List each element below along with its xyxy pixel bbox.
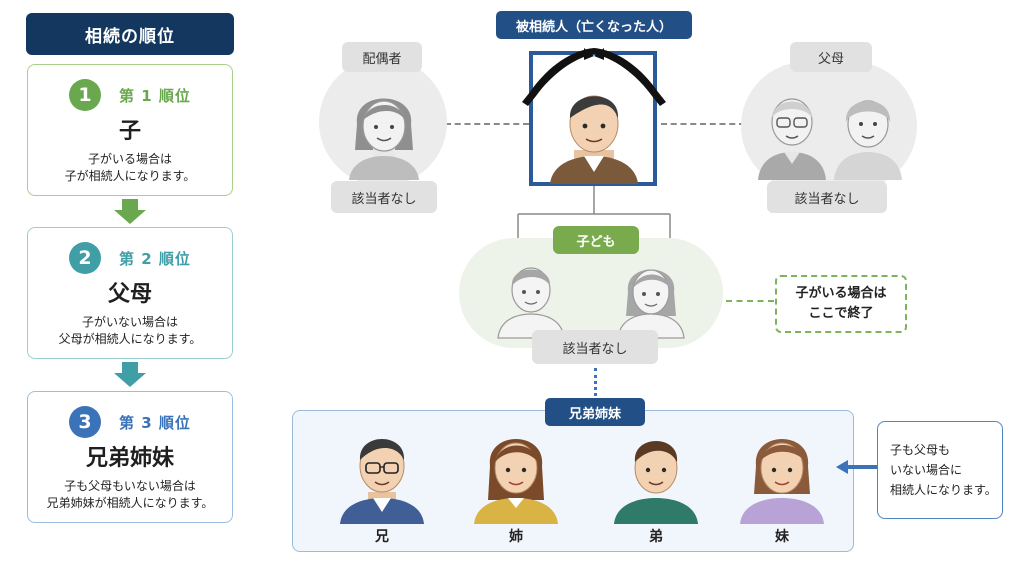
child-boy-avatar-icon <box>497 267 565 339</box>
children-note-line2: ここで終了 <box>808 306 874 321</box>
rank-desc-2a: 子がいない場合は <box>81 315 178 329</box>
rank-desc-3a: 子も父母もいない場合は <box>64 479 196 493</box>
younger-sister-avatar-icon <box>740 439 824 524</box>
rank-label-1: 第 1 順位 <box>119 86 191 105</box>
rank-desc-1b: 子が相続人になります。 <box>64 169 196 183</box>
parents-status: 該当者なし <box>767 181 887 213</box>
mother-avatar-icon <box>834 100 902 180</box>
rank-label-2: 第 2 順位 <box>119 249 191 268</box>
rank-card-3: 3 第 3 順位 兄弟姉妹 子も父母もいない場合は 兄弟姉妹が相続人になります。 <box>27 391 233 523</box>
rank-number-2: 2 <box>69 242 102 274</box>
rank-main-2: 父母 <box>107 282 152 307</box>
sibling-label-younger-sister: 妹 <box>775 529 789 545</box>
sibling-label-younger-brother: 弟 <box>649 529 663 545</box>
rank-number-3: 3 <box>69 406 102 438</box>
older-sister-avatar-icon <box>474 439 558 524</box>
parents-label: 父母 <box>790 42 872 72</box>
children-note: 子がいる場合は ここで終了 <box>775 275 907 333</box>
sibling-label-older-sister: 姉 <box>509 529 523 545</box>
spouse-status: 該当者なし <box>331 181 437 213</box>
rank-card-2: 2 第 2 順位 父母 子がいない場合は 父母が相続人になります。 <box>27 227 233 359</box>
arrow-down-icon <box>114 199 146 224</box>
father-avatar-icon <box>758 98 826 180</box>
rank-desc-1a: 子がいる場合は <box>87 152 172 166</box>
children-status: 該当者なし <box>532 330 658 364</box>
mourning-ribbon-icon <box>522 48 666 106</box>
spouse-avatar-icon <box>349 98 419 180</box>
siblings-note-line3: 相続人になります。 <box>890 483 997 497</box>
child-girl-avatar-icon <box>617 269 685 339</box>
parents-connector <box>661 123 745 125</box>
siblings-note-line1: 子も父母も <box>890 443 951 457</box>
spouse-label: 配偶者 <box>342 42 422 72</box>
sidebar-title: 相続の順位 <box>26 13 234 55</box>
siblings-connector <box>594 368 597 396</box>
younger-brother-avatar-icon <box>614 441 698 524</box>
rank-main-3: 兄弟姉妹 <box>85 446 174 471</box>
sibling-label-older-brother: 兄 <box>375 529 389 545</box>
older-brother-avatar-icon <box>340 439 424 524</box>
children-label: 子ども <box>553 226 639 254</box>
children-note-line1: 子がいる場合は <box>795 286 887 301</box>
rank-desc-3b: 兄弟姉妹が相続人になります。 <box>46 496 214 510</box>
deceased-avatar-icon <box>550 95 638 184</box>
children-note-connector <box>726 300 774 302</box>
deceased-label: 被相続人（亡くなった人） <box>496 11 692 39</box>
rank-desc-2b: 父母が相続人になります。 <box>58 332 202 346</box>
arrow-down-icon <box>114 362 146 387</box>
rank-label-3: 第 3 順位 <box>119 413 191 432</box>
siblings-note: 子も父母も いない場合に 相続人になります。 <box>877 421 1003 519</box>
rank-number-1: 1 <box>69 79 102 111</box>
siblings-label: 兄弟姉妹 <box>545 398 645 426</box>
rank-card-1: 1 第 1 順位 子 子がいる場合は 子が相続人になります。 <box>27 64 233 196</box>
arrow-left-icon <box>836 460 879 474</box>
spouse-connector <box>445 123 529 125</box>
siblings-note-line2: いない場合に <box>890 463 963 477</box>
rank-main-1: 子 <box>118 119 141 144</box>
